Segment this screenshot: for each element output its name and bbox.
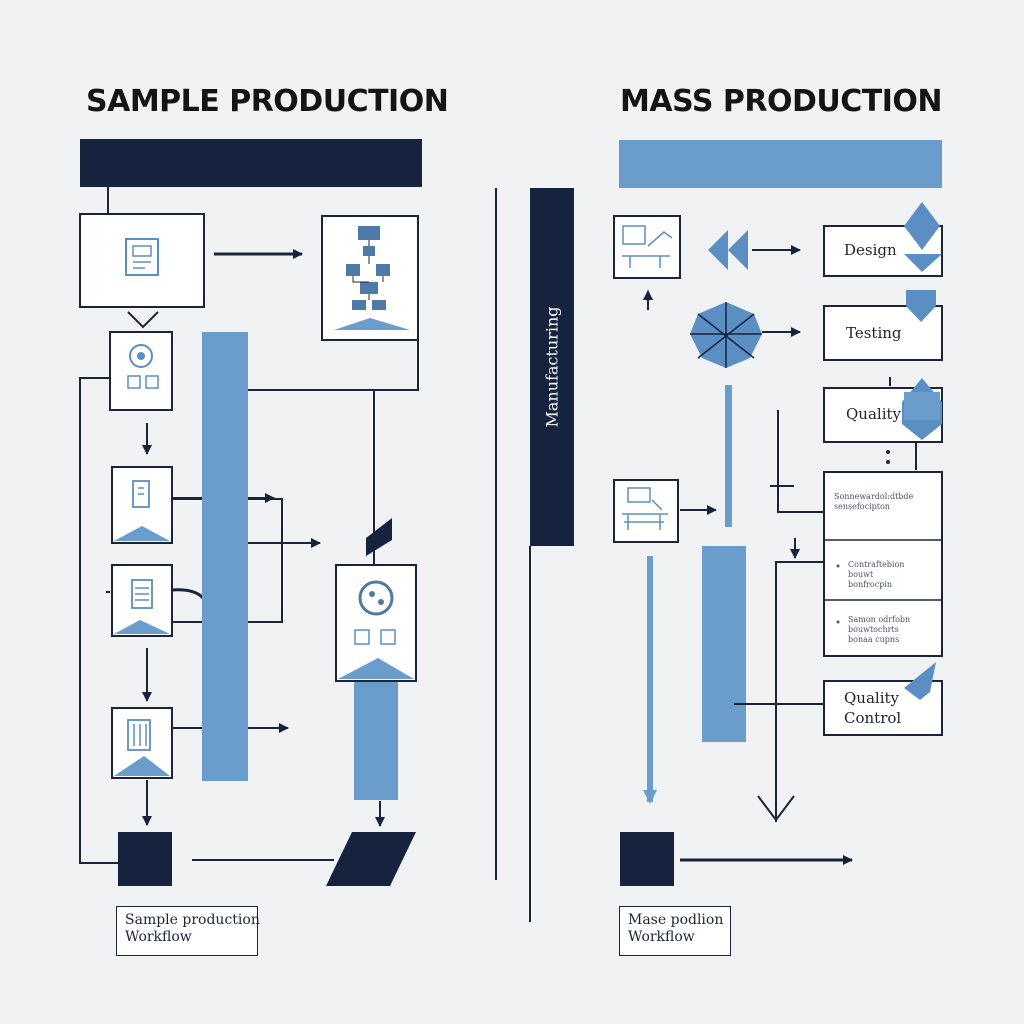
- sample-prototype-card: [335, 518, 417, 682]
- sample-header-bar: [80, 139, 422, 187]
- manufacturing-label-bar: Manufacturing: [530, 188, 574, 546]
- manufacturing-bar: [530, 188, 574, 546]
- quality-label: Quality: [846, 405, 901, 423]
- chevron-down-1: [127, 311, 159, 329]
- sample-output-parallelogram: [326, 832, 416, 886]
- sample-end-block: [118, 832, 172, 886]
- mass-header-bar: [619, 140, 942, 188]
- manufacturing-label: Manufacturing: [542, 306, 562, 428]
- testing-label: Testing: [846, 324, 902, 342]
- sample-step-card-2: [111, 466, 173, 544]
- sample-output-column: [354, 680, 398, 800]
- quality-control-flag-icon: [904, 662, 936, 700]
- mass-progress-column: [702, 546, 746, 742]
- sample-progress-column: [202, 332, 248, 781]
- mass-production-title: MASS PRODUCTION: [620, 84, 943, 119]
- details-row-1: Sonnewardol:dtbde sensefocipton: [834, 492, 914, 511]
- mass-assembly-box: [613, 479, 679, 543]
- design-diamond-icon: [904, 202, 940, 250]
- mass-thin-progress-line: [725, 385, 732, 527]
- testing-arrow-icon: [906, 290, 936, 322]
- details-row-3: Samon odrfobn bouwtochrts bonaa cupns: [848, 615, 911, 644]
- sample-workflow-caption: Sample production Workflow: [116, 906, 260, 956]
- shutter-icon: [690, 302, 762, 368]
- mass-connectors: [680, 377, 917, 822]
- sample-design-box: [79, 213, 205, 308]
- details-table: [823, 471, 943, 657]
- design-label: Design: [844, 241, 897, 259]
- mass-workflow-caption: Mase podlion Workflow: [619, 906, 731, 956]
- sample-production-title: SAMPLE PRODUCTION: [86, 84, 449, 119]
- details-row-2: Contraftebion bouwt bonfrocpin: [848, 560, 905, 589]
- quality-control-label: Quality Control: [844, 689, 902, 727]
- sample-step-card-3: [111, 564, 173, 637]
- sample-schematic-box: [321, 215, 419, 341]
- mass-machine-box: [613, 215, 681, 279]
- double-chevron-icon: [708, 230, 748, 270]
- sample-step-card-4: [111, 707, 173, 779]
- design-down-triangle-icon: [904, 254, 942, 272]
- chevron-down-2: [757, 795, 795, 822]
- sample-step-card-1: [109, 331, 173, 411]
- mass-end-block: [620, 832, 674, 886]
